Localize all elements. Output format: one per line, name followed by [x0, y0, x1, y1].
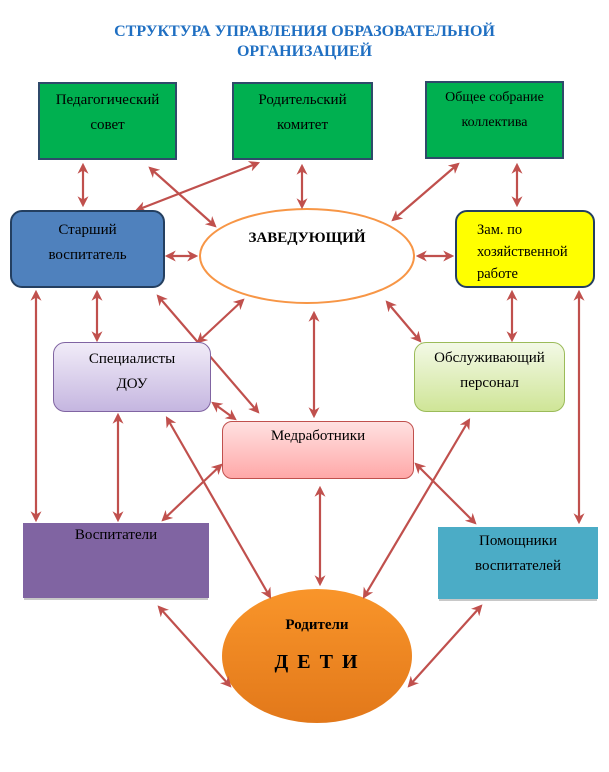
- arrow-service-children: [362, 418, 471, 599]
- senior-teacher-box[interactable]: Старший воспитатель: [10, 210, 165, 288]
- teachers-box[interactable]: Воспитатели: [23, 523, 209, 598]
- medical-staff-label: Медработники: [270, 428, 366, 444]
- medical-staff-box[interactable]: Медработники: [222, 421, 414, 479]
- arrow-teachers-children: [157, 605, 232, 688]
- arrow-committee-senior: [134, 161, 261, 212]
- arrow-meeting-head: [391, 162, 460, 222]
- arrow-head-specialists: [196, 298, 245, 344]
- diagram-title: СТРУКТУРА УПРАВЛЕНИЯ ОБРАЗОВАТЕЛЬНОЙ ОРГ…: [0, 22, 609, 62]
- arrow-medical-teachers: [161, 463, 223, 522]
- senior-teacher-label: Старший воспитатель: [48, 222, 127, 263]
- head-node[interactable]: ЗАВЕДУЮЩИЙ: [199, 208, 415, 305]
- children-node[interactable]: Родители Д Е Т И: [221, 588, 413, 724]
- pedagogical-council-box[interactable]: Педагогический совет: [38, 82, 177, 160]
- general-meeting-box[interactable]: Общее собрание коллектива: [425, 81, 564, 159]
- title-line-2: ОРГАНИЗАЦИЕЙ: [236, 43, 373, 60]
- title-line-1: СТРУКТУРА УПРАВЛЕНИЯ ОБРАЗОВАТЕЛЬНОЙ: [114, 23, 495, 40]
- deputy-household-label: Зам. по хозяйственной работе: [477, 222, 568, 282]
- deputy-household-box[interactable]: Зам. по хозяйственной работе: [455, 210, 595, 288]
- specialists-box[interactable]: Специалисты ДОУ: [53, 342, 211, 412]
- children-label: Д Е Т И: [274, 651, 360, 673]
- parent-committee-label: Родительский комитет: [258, 92, 347, 133]
- parent-committee-box[interactable]: Родительский комитет: [232, 82, 373, 160]
- parents-label: Родители: [285, 617, 349, 633]
- head-label: ЗАВЕДУЮЩИЙ: [248, 230, 366, 246]
- service-staff-box[interactable]: Обслуживающий персонал: [414, 342, 565, 412]
- pedagogical-council-label: Педагогический совет: [55, 92, 160, 133]
- arrow-assistants-children: [407, 604, 483, 688]
- teacher-assistants-box[interactable]: Помощники воспитателей: [438, 527, 598, 599]
- specialists-label: Специалисты ДОУ: [88, 351, 176, 392]
- teacher-assistants-label: Помощники воспитателей: [475, 533, 561, 574]
- arrow-specialists-medical: [211, 401, 237, 421]
- teachers-label: Воспитатели: [74, 527, 158, 543]
- children-ellipse: [222, 589, 412, 723]
- general-meeting-label: Общее собрание коллектива: [445, 90, 544, 130]
- service-staff-label: Обслуживающий персонал: [434, 350, 545, 391]
- arrow-head-service: [385, 300, 422, 343]
